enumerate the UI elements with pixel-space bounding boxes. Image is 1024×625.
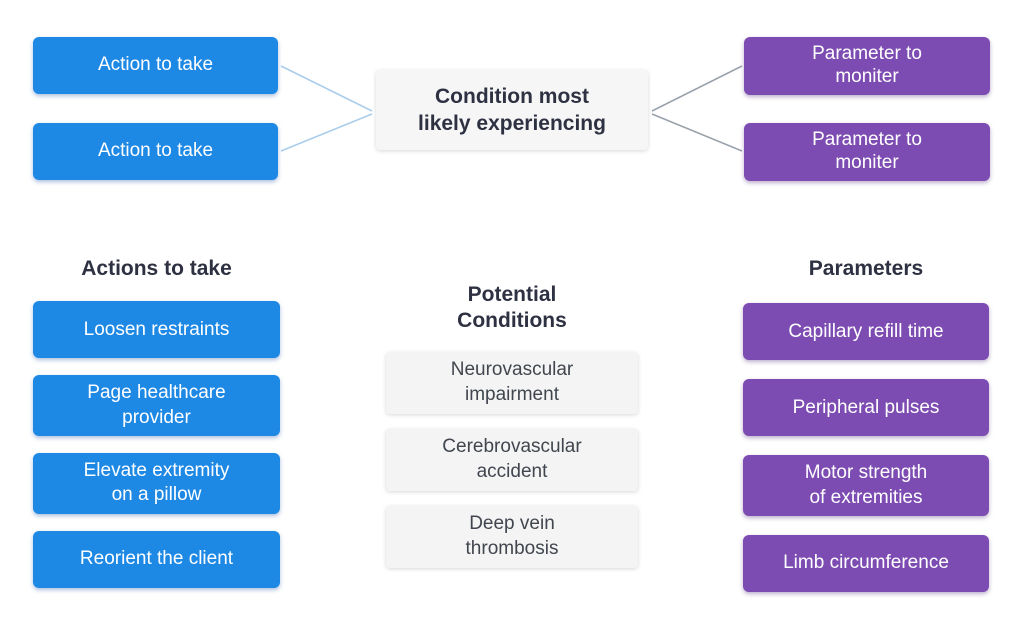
parameter-option-peripheral-pulses[interactable]: Peripheral pulses	[743, 379, 989, 437]
action-option-page-healthcare-provider[interactable]: Page healthcare provider	[33, 375, 280, 436]
parameter-option-capillary-refill-time[interactable]: Capillary refill time	[743, 303, 989, 361]
action-option-reorient-client[interactable]: Reorient the client	[33, 530, 280, 588]
connector-right-top	[651, 65, 743, 112]
parameters-heading: Parameters	[808, 257, 924, 280]
condition-slot[interactable]: Condition most likely experiencing	[376, 70, 648, 150]
parameter-option-limb-circumference[interactable]: Limb circumference	[743, 534, 989, 592]
parameter-option-motor-strength[interactable]: Motor strength of extremities	[743, 455, 989, 516]
action-slot-2[interactable]: Action to take	[33, 123, 278, 180]
connector-right-bottom	[651, 113, 743, 152]
action-slot-1[interactable]: Action to take	[33, 37, 278, 94]
condition-option-neurovascular-impairment[interactable]: Neurovascular impairment	[386, 351, 638, 414]
conditions-column: Potential Conditions Neurovascular impai…	[386, 282, 638, 568]
action-option-elevate-extremity[interactable]: Elevate extremity on a pillow	[33, 452, 280, 514]
conditions-heading: Potential Conditions	[457, 283, 567, 333]
action-option-loosen-restraints[interactable]: Loosen restraints	[33, 301, 280, 359]
actions-heading: Actions to take	[81, 257, 232, 280]
parameters-column: Parameters Capillary refill time Periphe…	[743, 256, 989, 592]
parameter-slot-2[interactable]: Parameter to moniter	[744, 123, 990, 181]
actions-column: Actions to take Loosen restraints Page h…	[33, 256, 280, 588]
parameter-slot-1[interactable]: Parameter to moniter	[744, 37, 990, 95]
connector-left-top	[280, 65, 373, 112]
condition-option-cerebrovascular-accident[interactable]: Cerebrovascular accident	[386, 428, 638, 491]
condition-option-deep-vein-thrombosis[interactable]: Deep vein thrombosis	[386, 505, 638, 568]
connector-left-bottom	[280, 113, 373, 152]
